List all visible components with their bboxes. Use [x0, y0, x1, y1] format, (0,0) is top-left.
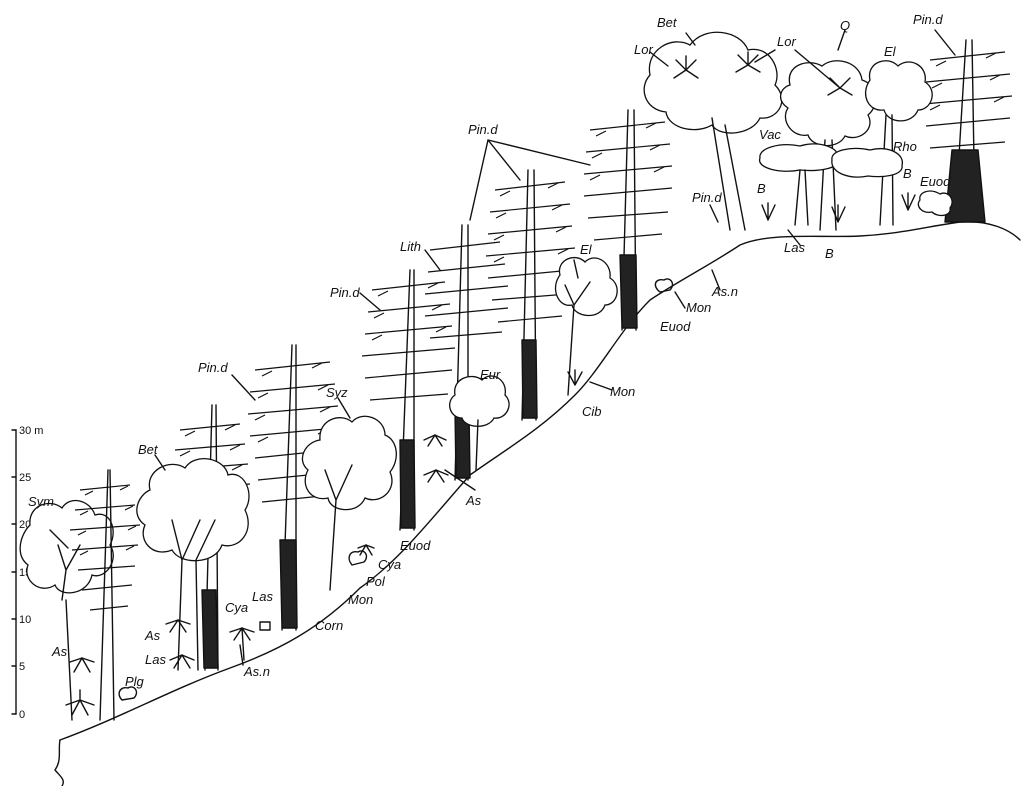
label-euod-3: Euod: [920, 174, 951, 189]
tree-pine-1: [69, 469, 141, 721]
label-bet-2: Bet: [657, 15, 678, 30]
label-lith: Lith: [400, 239, 421, 254]
tree-pine-3: [247, 344, 339, 631]
label-euod-2: Euod: [660, 319, 691, 334]
label-bet-1: Bet: [138, 442, 159, 457]
palm-as-mid: [165, 619, 195, 669]
label-asn-2: As.n: [711, 284, 738, 299]
label-sym: Sym: [28, 494, 54, 509]
tree-eur: [449, 375, 510, 471]
shrub-euod-top: [917, 190, 953, 217]
ground-root-edge: [54, 739, 64, 786]
label-mon-3: Mon: [686, 300, 711, 315]
shrub-rho: [831, 147, 903, 178]
label-pind-3: Pin.d: [468, 122, 498, 137]
label-las-3: Las: [784, 240, 805, 255]
tree-bet-left: [136, 458, 250, 671]
ground-slope-line: [59, 221, 1021, 741]
palm-as-upper: [423, 434, 449, 483]
label-las-1: Las: [145, 652, 166, 667]
tree-el-mid: [555, 257, 618, 396]
palm-cya: [229, 544, 375, 661]
tree-sym: [19, 499, 114, 721]
label-b-3: B: [903, 166, 912, 181]
label-plg: Plg: [125, 674, 145, 689]
label-q: Q: [840, 18, 850, 33]
label-cib: Cib: [582, 404, 602, 419]
label-b-1: B: [757, 181, 766, 196]
label-lor-1: Lor: [634, 42, 653, 57]
label-cya-2: Cya: [378, 557, 401, 572]
label-el-1: El: [580, 242, 593, 257]
label-pind-1: Pin.d: [198, 360, 228, 375]
tree-lor-q: [780, 60, 877, 231]
scale-tick-25: 25: [19, 472, 31, 484]
label-eur: Eur: [480, 367, 501, 382]
palm-as-lower: [65, 657, 95, 716]
scale-unit-label: 30 m: [19, 425, 43, 437]
label-lor-2: Lor: [777, 34, 796, 49]
label-corn: Corn: [315, 618, 343, 633]
tree-pine-4: [361, 269, 456, 531]
label-las-2: Las: [252, 589, 273, 604]
species-labels: Sym As Bet Pin.d As Las Plg Cya Las As.n…: [28, 12, 951, 689]
label-cya-1: Cya: [225, 600, 248, 615]
label-pind-4: Pin.d: [692, 190, 722, 205]
label-euod-1: Euod: [400, 538, 431, 553]
label-syz: Syz: [326, 385, 348, 400]
scale-tick-5: 5: [19, 661, 25, 673]
label-as-3: As: [465, 493, 482, 508]
label-mon-1: Mon: [348, 592, 373, 607]
tree-pine-8: [923, 39, 1013, 223]
scale-tick-0: 0: [19, 709, 25, 721]
herb-b: [761, 192, 916, 223]
leader-lines: [49, 29, 956, 666]
herb-plg-las: [118, 621, 271, 701]
tree-pine-6: [485, 169, 576, 421]
scale-tick-10: 10: [19, 614, 31, 626]
tree-syz: [301, 415, 397, 591]
label-el-2: El: [884, 44, 897, 59]
label-pind-5: Pin.d: [913, 12, 943, 27]
label-vac: Vac: [759, 127, 781, 142]
label-pind-2: Pin.d: [330, 285, 360, 300]
label-as-2: As: [144, 628, 161, 643]
label-asn-1: As.n: [243, 664, 270, 679]
herb-mon: [348, 278, 674, 566]
tree-pine-5: [424, 224, 509, 481]
label-rho: Rho: [893, 139, 917, 154]
label-pol: Pol: [366, 574, 386, 589]
label-mon-2: Mon: [610, 384, 635, 399]
tree-pine-7: [583, 109, 673, 331]
label-as-1: As: [51, 644, 68, 659]
label-b-2: B: [825, 246, 834, 261]
